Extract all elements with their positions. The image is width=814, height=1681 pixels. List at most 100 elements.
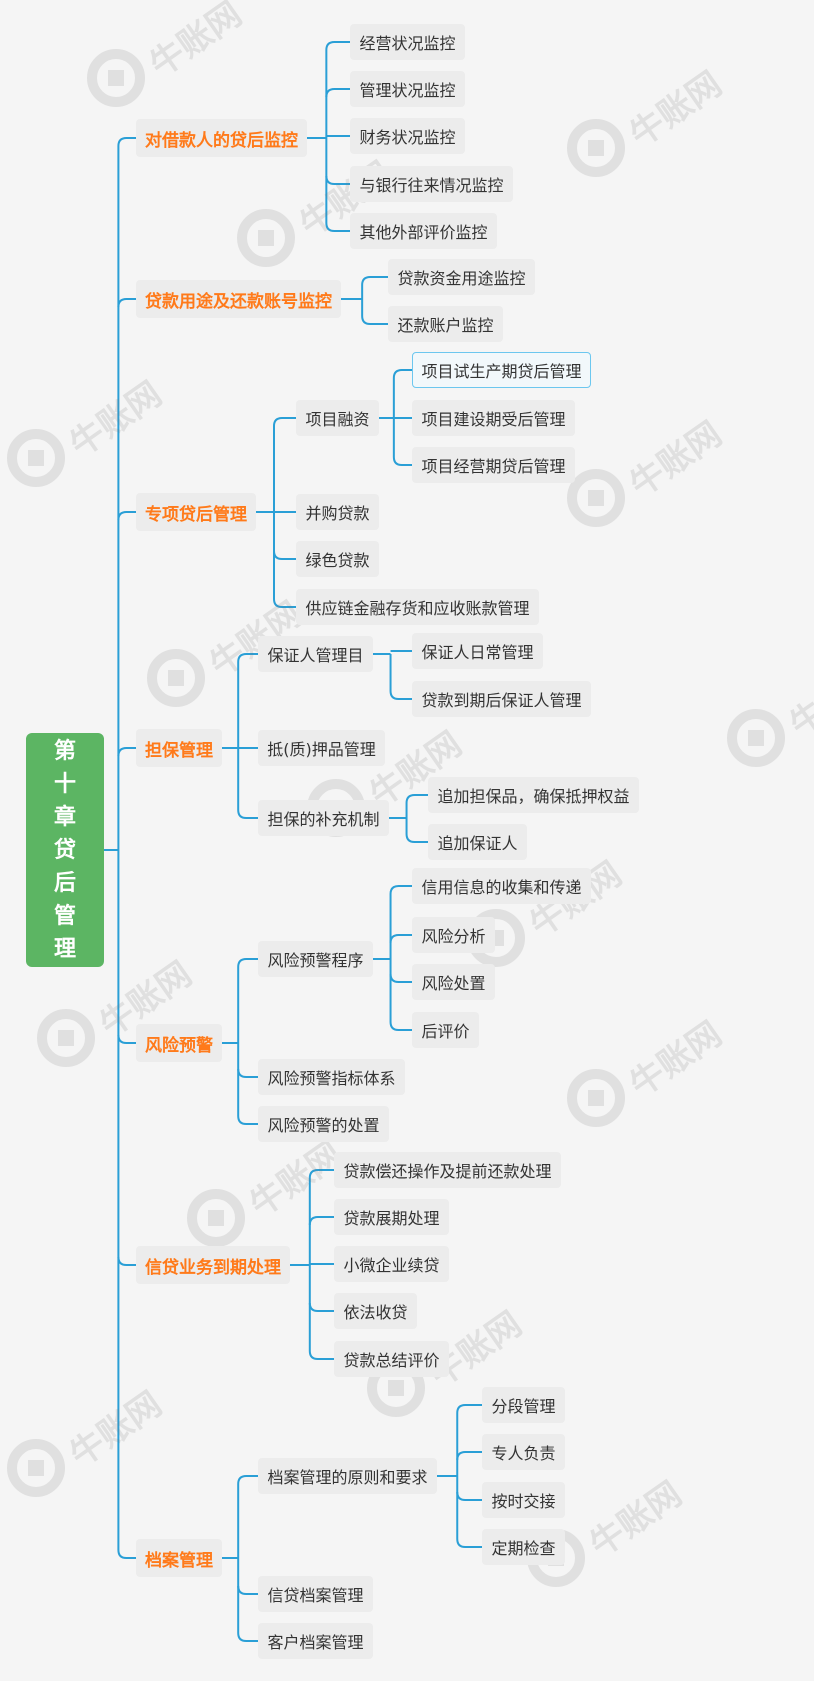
branch-5-item-4[interactable]: 贷款总结评价 bbox=[334, 1341, 449, 1377]
branch-6-item-0-sub-3[interactable]: 定期检查 bbox=[482, 1529, 565, 1565]
watermark-text: 牛账网 bbox=[142, 0, 250, 86]
branch-0-item-1[interactable]: 管理状况监控 bbox=[350, 71, 465, 107]
branch-3-item-2-sub-0-label: 追加担保品，确保抵押权益 bbox=[437, 787, 630, 806]
branch-6-item-0-label: 档案管理的原则和要求 bbox=[267, 1468, 428, 1487]
branch-0-item-0-label: 经营状况监控 bbox=[359, 34, 456, 53]
branch-3-item-0-sub-0-label: 保证人日常管理 bbox=[421, 643, 534, 662]
branch-5-item-1-label: 贷款展期处理 bbox=[343, 1209, 440, 1228]
branch-5-item-3[interactable]: 依法收贷 bbox=[334, 1293, 417, 1329]
branch-1-item-0-label: 贷款资金用途监控 bbox=[397, 269, 526, 288]
branch-3-item-2-sub-0[interactable]: 追加担保品，确保抵押权益 bbox=[428, 777, 639, 813]
branch-2-item-0-sub-2[interactable]: 项目经营期贷后管理 bbox=[412, 447, 575, 483]
branch-4-item-0-label: 风险预警程序 bbox=[267, 951, 364, 970]
branch-4-item-0-connector bbox=[373, 885, 412, 1031]
branch-6-item-0-sub-0[interactable]: 分段管理 bbox=[482, 1387, 565, 1423]
branch-4-item-0-sub-1-label: 风险分析 bbox=[421, 927, 486, 946]
watermark-text: 牛账网 bbox=[622, 64, 730, 156]
branch-0-item-2[interactable]: 财务状况监控 bbox=[350, 118, 465, 154]
watermark-logo-icon bbox=[7, 429, 65, 487]
branch-6-item-0-sub-1-label: 专人负责 bbox=[491, 1444, 556, 1463]
branch-6-item-0-sub-1[interactable]: 专人负责 bbox=[482, 1434, 565, 1470]
watermark-logo-icon bbox=[567, 1069, 625, 1127]
branch-0-item-0[interactable]: 经营状况监控 bbox=[350, 24, 465, 60]
branch-0-connector bbox=[307, 41, 350, 232]
watermark-text: 牛账网 bbox=[242, 1134, 350, 1226]
branch-1-item-1[interactable]: 还款账户监控 bbox=[388, 306, 503, 342]
branch-6-item-0-sub-2[interactable]: 按时交接 bbox=[482, 1482, 565, 1518]
branch-0-item-3[interactable]: 与银行往来情况监控 bbox=[350, 166, 513, 202]
branch-2[interactable]: 专项贷后管理 bbox=[136, 493, 256, 531]
branch-0-item-4-label: 其他外部评价监控 bbox=[359, 223, 488, 242]
branch-0-item-4[interactable]: 其他外部评价监控 bbox=[350, 213, 497, 249]
branch-2-item-2[interactable]: 绿色贷款 bbox=[296, 541, 379, 577]
root-node[interactable]: 第十章贷后管理 bbox=[26, 733, 104, 967]
branch-3-item-0[interactable]: 保证人管理目 bbox=[258, 636, 373, 672]
branch-2-item-0-sub-0[interactable]: 项目试生产期贷后管理 bbox=[412, 352, 591, 388]
branch-2-item-0-sub-0-label: 项目试生产期贷后管理 bbox=[421, 362, 582, 381]
branch-2-item-3[interactable]: 供应链金融存货和应收账款管理 bbox=[296, 589, 539, 625]
watermark-logo-icon bbox=[567, 119, 625, 177]
branch-3[interactable]: 担保管理 bbox=[136, 729, 222, 767]
branch-6-item-1[interactable]: 信贷档案管理 bbox=[258, 1576, 373, 1612]
branch-3-item-0-sub-1-label: 贷款到期后保证人管理 bbox=[421, 691, 582, 710]
branch-3-item-2[interactable]: 担保的补充机制 bbox=[258, 800, 389, 836]
branch-6-item-0-sub-0-label: 分段管理 bbox=[491, 1397, 556, 1416]
branch-6-item-0-sub-3-label: 定期检查 bbox=[491, 1539, 556, 1558]
branch-0-label: 对借款人的贷后监控 bbox=[145, 130, 298, 151]
branch-4-item-0-sub-3[interactable]: 后评价 bbox=[412, 1012, 479, 1048]
branch-0[interactable]: 对借款人的贷后监控 bbox=[136, 119, 307, 157]
branch-5-item-3-label: 依法收贷 bbox=[343, 1303, 408, 1322]
branch-3-item-2-sub-1[interactable]: 追加保证人 bbox=[428, 824, 527, 860]
branch-1-connector bbox=[341, 276, 388, 325]
branch-4-item-0[interactable]: 风险预警程序 bbox=[258, 941, 373, 977]
branch-5-item-1[interactable]: 贷款展期处理 bbox=[334, 1199, 449, 1235]
branch-5[interactable]: 信贷业务到期处理 bbox=[136, 1246, 290, 1284]
branch-4-item-1[interactable]: 风险预警指标体系 bbox=[258, 1059, 405, 1095]
branch-4-item-2-label: 风险预警的处置 bbox=[267, 1116, 380, 1135]
branch-3-item-0-sub-1[interactable]: 贷款到期后保证人管理 bbox=[412, 681, 591, 717]
branch-1[interactable]: 贷款用途及还款账号监控 bbox=[136, 280, 341, 318]
watermark-logo-icon bbox=[87, 49, 145, 107]
branch-3-item-2-connector bbox=[389, 794, 428, 843]
branch-5-item-0[interactable]: 贷款偿还操作及提前还款处理 bbox=[334, 1152, 561, 1188]
branch-2-label: 专项贷后管理 bbox=[145, 504, 247, 525]
branch-3-item-1[interactable]: 抵(质)押品管理 bbox=[258, 730, 385, 766]
branch-4-item-0-sub-2[interactable]: 风险处置 bbox=[412, 964, 495, 1000]
watermark-text: 牛账网 bbox=[622, 414, 730, 506]
branch-4-item-0-sub-3-label: 后评价 bbox=[421, 1022, 470, 1041]
branch-3-label: 担保管理 bbox=[145, 740, 213, 761]
watermark-logo-icon bbox=[237, 209, 295, 267]
branch-0-item-3-label: 与银行往来情况监控 bbox=[359, 176, 504, 195]
branch-2-item-0-sub-1-label: 项目建设期受后管理 bbox=[421, 410, 566, 429]
branch-3-item-0-label: 保证人管理目 bbox=[267, 646, 364, 665]
branch-6-item-2[interactable]: 客户档案管理 bbox=[258, 1623, 373, 1659]
branch-6-item-1-label: 信贷档案管理 bbox=[267, 1586, 364, 1605]
branch-3-item-0-sub-0[interactable]: 保证人日常管理 bbox=[412, 633, 543, 669]
watermark-logo-icon bbox=[37, 1009, 95, 1067]
branch-2-item-1[interactable]: 并购贷款 bbox=[296, 494, 379, 530]
branch-1-item-0[interactable]: 贷款资金用途监控 bbox=[388, 259, 535, 295]
branch-6[interactable]: 档案管理 bbox=[136, 1539, 222, 1577]
watermark-logo-icon bbox=[7, 1439, 65, 1497]
watermark-text: 牛账网 bbox=[782, 654, 814, 746]
branch-4-item-0-sub-0[interactable]: 信用信息的收集和传递 bbox=[412, 868, 591, 904]
branch-2-item-0[interactable]: 项目融资 bbox=[296, 400, 379, 436]
branch-6-item-0-sub-2-label: 按时交接 bbox=[491, 1492, 556, 1511]
watermark-text: 牛账网 bbox=[582, 1474, 690, 1566]
branch-1-item-1-label: 还款账户监控 bbox=[397, 316, 494, 335]
branch-4-item-0-sub-2-label: 风险处置 bbox=[421, 974, 486, 993]
branch-4-item-0-sub-0-label: 信用信息的收集和传递 bbox=[421, 878, 582, 897]
branch-3-item-2-sub-1-label: 追加保证人 bbox=[437, 834, 518, 853]
branch-6-item-2-label: 客户档案管理 bbox=[267, 1633, 364, 1652]
branch-3-item-1-label: 抵(质)押品管理 bbox=[267, 740, 376, 759]
branch-5-item-2[interactable]: 小微企业续贷 bbox=[334, 1246, 449, 1282]
branch-4[interactable]: 风险预警 bbox=[136, 1024, 222, 1062]
branch-4-item-0-sub-1[interactable]: 风险分析 bbox=[412, 917, 495, 953]
branch-5-item-2-label: 小微企业续贷 bbox=[343, 1256, 440, 1275]
watermark-logo-icon bbox=[147, 649, 205, 707]
branch-2-item-0-sub-1[interactable]: 项目建设期受后管理 bbox=[412, 400, 575, 436]
branch-6-item-0[interactable]: 档案管理的原则和要求 bbox=[258, 1458, 437, 1494]
root-connector bbox=[104, 137, 136, 1559]
branch-4-item-2[interactable]: 风险预警的处置 bbox=[258, 1106, 389, 1142]
